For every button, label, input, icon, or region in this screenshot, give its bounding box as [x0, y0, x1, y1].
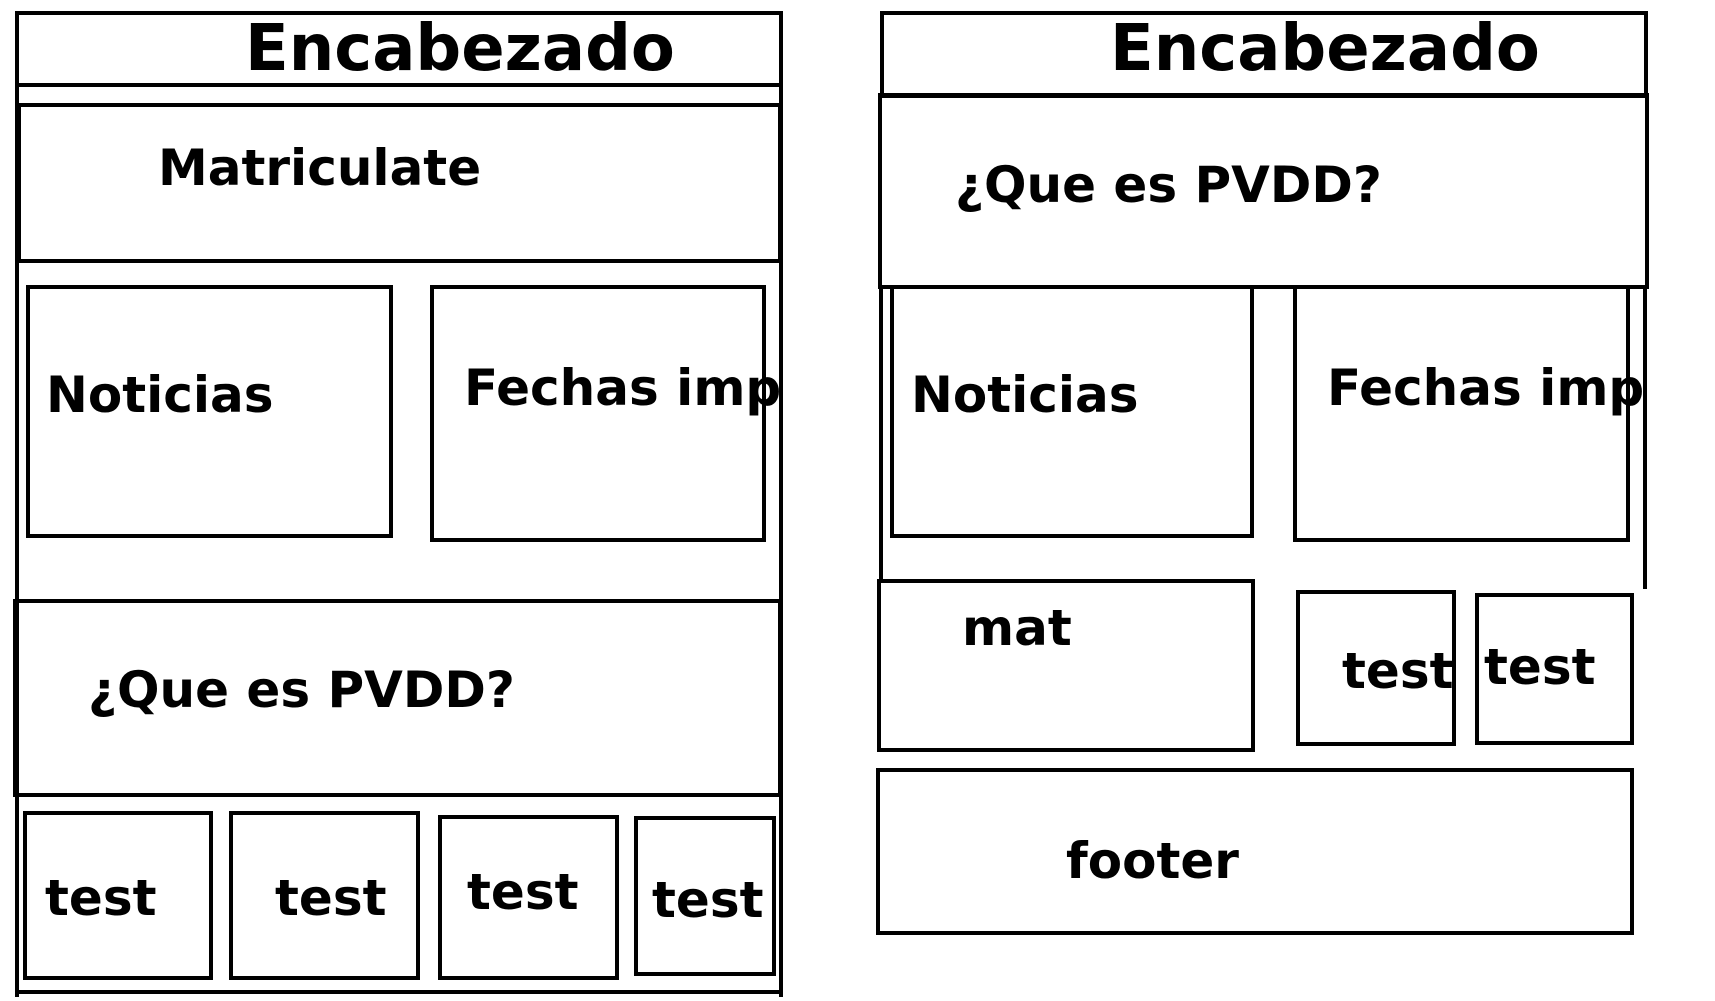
left-about-box — [13, 599, 782, 797]
left-header-box — [15, 11, 783, 87]
right-about-box — [878, 93, 1649, 289]
right-test-box — [1475, 593, 1634, 745]
right-enroll-label: mat — [962, 599, 1072, 657]
left-test-box — [438, 815, 619, 980]
right-news-box — [890, 285, 1254, 538]
right-dates-label: Fechas imp — [1327, 359, 1645, 417]
right-dates-box — [1293, 285, 1630, 542]
right-frame-left-edge — [879, 289, 883, 579]
right-about-label: ¿Que es PVDD? — [955, 156, 1382, 214]
left-enroll-label: Matriculate — [158, 139, 482, 197]
left-about-label: ¿Que es PVDD? — [88, 661, 515, 719]
left-frame-bottom — [15, 990, 783, 994]
right-news-label: Noticias — [911, 366, 1139, 424]
left-test-label: test — [467, 863, 579, 921]
right-footer-box — [876, 768, 1634, 935]
left-news-label: Noticias — [46, 366, 274, 424]
right-test-label: test — [1484, 638, 1596, 696]
right-frame-right-edge — [1643, 289, 1647, 589]
left-test-label: test — [652, 871, 764, 929]
left-news-box — [26, 285, 393, 538]
left-test-label: test — [275, 869, 387, 927]
left-test-box — [634, 816, 776, 976]
left-enroll-box — [17, 103, 782, 263]
left-test-box — [23, 811, 213, 980]
left-header-label: Encabezado — [245, 12, 675, 86]
right-header-label: Encabezado — [1110, 12, 1540, 86]
left-test-label: test — [45, 869, 157, 927]
left-test-box — [229, 811, 420, 980]
left-dates-label: Fechas imp — [464, 359, 782, 417]
left-frame-left-edge — [15, 87, 19, 997]
right-footer-label: footer — [1066, 832, 1239, 890]
left-dates-box — [430, 285, 766, 542]
right-test-box — [1296, 590, 1456, 746]
left-frame-right-edge — [779, 87, 783, 997]
right-test-label: test — [1342, 642, 1454, 700]
right-enroll-box — [877, 579, 1255, 752]
